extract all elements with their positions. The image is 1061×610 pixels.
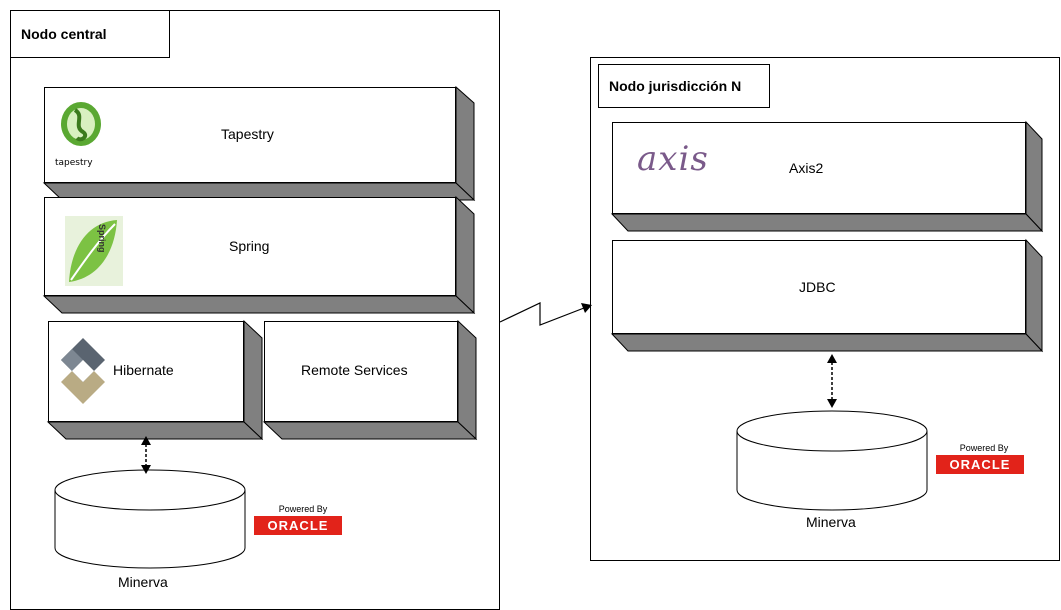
jurisdiction-powered-by-text: Powered By [959, 443, 1009, 453]
remote-services-box: Remote Services [264, 321, 458, 422]
hibernate-label: Hibernate [113, 362, 174, 378]
hibernate-box: Hibernate [48, 321, 244, 422]
tapestry-label: Tapestry [221, 126, 274, 142]
jurisdiction-db-label: Minerva [806, 514, 856, 530]
tapestry-logo-text: tapestry [55, 158, 93, 168]
tapestry-box-bottom [42, 182, 476, 201]
jurisdiction-node-title: Nodo jurisdicción N [598, 64, 770, 108]
tapestry-logo-icon [61, 102, 101, 146]
remote-box-bottom [262, 421, 478, 440]
jurisdiction-powered-by-oracle: Powered By ORACLE [936, 443, 1028, 481]
central-powered-by-text: Powered By [278, 504, 328, 514]
axis2-label: Axis2 [789, 160, 824, 176]
central-oracle-logo: ORACLE [254, 516, 342, 535]
central-db-double-arrow [141, 436, 151, 474]
hibernate-logo-icon [61, 338, 105, 404]
network-connection-arrow [499, 302, 592, 326]
jdbc-box: JDBC [612, 240, 1026, 334]
central-database-cylinder [54, 469, 246, 569]
jurisdiction-oracle-logo: ORACLE [936, 455, 1024, 474]
spring-box-bottom [42, 295, 476, 314]
axis2-box: axis Axis2 [612, 122, 1026, 214]
spring-leaf-icon [65, 216, 123, 286]
axis2-box-bottom [610, 213, 1044, 232]
remote-services-label: Remote Services [301, 362, 408, 378]
central-node-title: Nodo central [10, 10, 170, 58]
jurisdiction-database-cylinder [736, 410, 928, 511]
hibernate-box-bottom [46, 421, 264, 440]
spring-box: Spring Spring [44, 197, 456, 296]
jdbc-box-bottom [610, 333, 1044, 352]
jdbc-label: JDBC [799, 279, 836, 295]
tapestry-box: Tapestry tapestry [44, 87, 456, 183]
axis-logo: axis [637, 139, 709, 179]
central-db-label: Minerva [118, 574, 168, 590]
spring-label: Spring [229, 238, 270, 254]
jurisdiction-db-double-arrow [827, 354, 837, 408]
central-powered-by-oracle: Powered By ORACLE [254, 504, 346, 542]
